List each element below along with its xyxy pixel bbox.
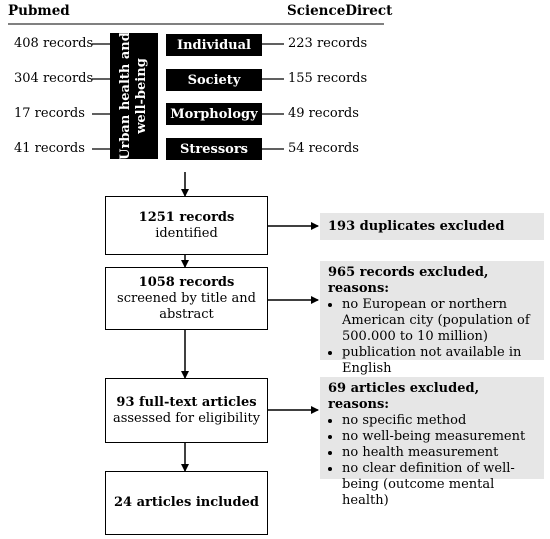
sciencedirect-count-stressors: 54 records: [288, 141, 359, 156]
screened-count: 1058 records: [138, 274, 235, 290]
excluded-articles-title: 69 articles excluded, reasons:: [328, 381, 480, 412]
flow-box-fulltext: 93 full-text articles assessed for eligi…: [105, 378, 268, 443]
category-individual: Individual: [166, 34, 262, 56]
pubmed-count-morphology: 17 records: [14, 106, 85, 121]
identified-count: 1251 records: [138, 209, 235, 225]
pubmed-count-society: 304 records: [14, 71, 94, 86]
fulltext-count: 93 full-text articles: [116, 394, 257, 410]
sciencedirect-count-morphology: 49 records: [288, 106, 359, 121]
urban-health-label-line1: Urban health and: [118, 32, 133, 160]
flow-box-included: 24 articles included: [105, 471, 268, 535]
category-society: Society: [166, 69, 262, 91]
urban-health-bar: [110, 33, 158, 159]
pubmed-count-individual: 408 records: [14, 36, 94, 51]
reason-item: no European or northern American city (p…: [342, 297, 536, 345]
reason-item: no clear definition of well-being (outco…: [342, 461, 536, 509]
urban-health-label-line2: well-being: [134, 58, 149, 134]
sciencedirect-count-society: 155 records: [288, 71, 368, 86]
screened-text: screened by title and abstract: [117, 290, 256, 322]
pubmed-count-stressors: 41 records: [14, 141, 85, 156]
excluded-records-title: 965 records excluded, reasons:: [328, 265, 489, 296]
exclusion-box-records: 965 records excluded, reasons: no Europe…: [320, 261, 544, 376]
category-morphology: Morphology: [166, 103, 262, 125]
reason-item: no specific method: [342, 413, 536, 429]
included-count: 24 articles included: [114, 495, 259, 510]
identified-text: identified: [155, 225, 218, 241]
sciencedirect-count-individual: 223 records: [288, 36, 368, 51]
source-pubmed: Pubmed: [8, 3, 70, 19]
reason-item: no health measurement: [342, 445, 536, 461]
duplicates-title: 193 duplicates excluded: [328, 219, 505, 234]
flow-box-identified: 1251 records identified: [105, 196, 268, 255]
category-stressors: Stressors: [166, 138, 262, 160]
source-sciencedirect: ScienceDirect: [287, 3, 393, 19]
reason-item: publication not available in English: [342, 345, 536, 377]
exclusion-box-duplicates: 193 duplicates excluded: [320, 213, 544, 240]
excluded-articles-reasons: no specific method no well-being measure…: [328, 413, 536, 509]
excluded-records-reasons: no European or northern American city (p…: [328, 297, 536, 377]
flow-box-screened: 1058 records screened by title and abstr…: [105, 267, 268, 330]
fulltext-text: assessed for eligibility: [112, 410, 261, 426]
urban-health-label: Urban health and well-being: [118, 32, 150, 160]
reason-item: no well-being measurement: [342, 429, 536, 445]
exclusion-box-articles: 69 articles excluded, reasons: no specif…: [320, 377, 544, 508]
